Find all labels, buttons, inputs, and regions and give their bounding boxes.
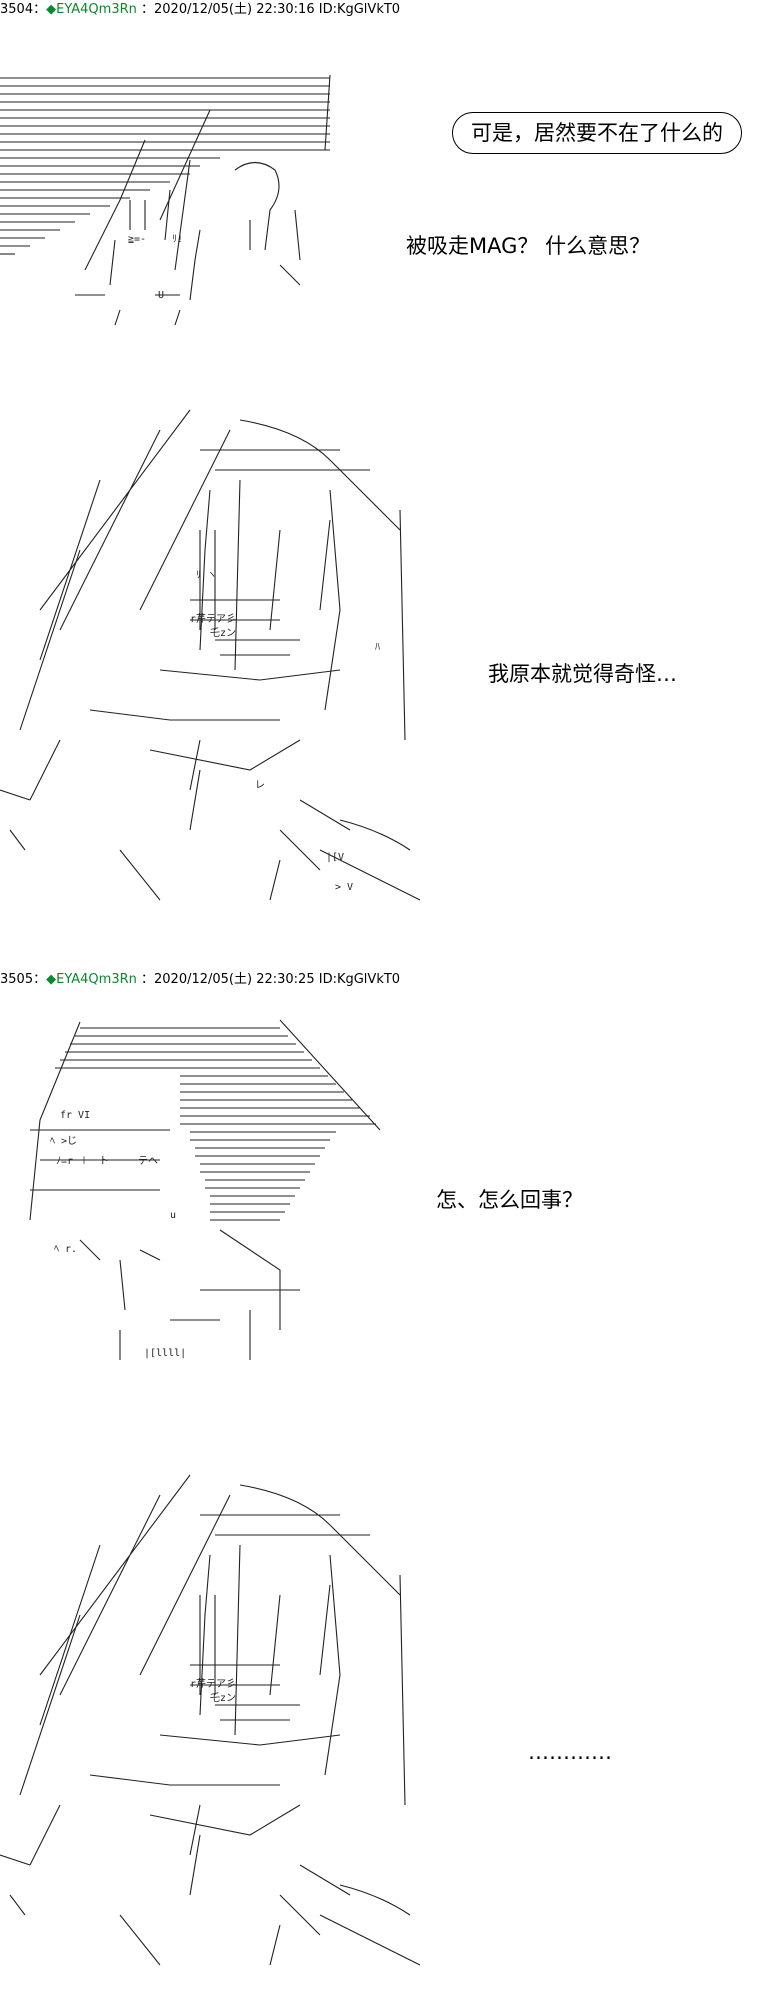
post-header-2: 3505：◆EYA4Qm3Rn ：2020/12/05(土) 22:30:25 … [0, 970, 400, 990]
art-mark: ﾍ >じ [50, 1135, 77, 1147]
separator: ： [33, 2, 47, 17]
art-mark: 乇zン [210, 626, 236, 639]
post-header-1: 3504：◆EYA4Qm3Rn ：2020/12/05(土) 22:30:16 … [0, 0, 400, 20]
art-mark: ﾊ [375, 642, 380, 653]
art-mark: ≧=- [128, 234, 146, 245]
diamond-icon: ◆ [46, 972, 57, 987]
post-number: 3505 [0, 972, 34, 987]
poster-id[interactable]: ID:KgGlVkT0 [318, 972, 401, 987]
speech-bubble: 可是，居然要不在了什么的 [452, 112, 742, 154]
art-mark: r芹テア彡 [190, 613, 236, 625]
art-mark: u [170, 1210, 176, 1221]
art-mark: 乇zン [210, 1691, 236, 1704]
dialogue-line: 怎、怎么回事？ [436, 1188, 583, 1212]
panel-2-art: ﾘ ヽ r芹テア彡 乇zン ﾊ レ |[V > V [0, 409, 421, 901]
art-mark: > V [335, 882, 353, 893]
art-mark: ﾉ=r ＋一ト [56, 1156, 109, 1167]
dialogue-line: ………… [528, 1740, 612, 1764]
tripcode[interactable]: EYA4Qm3Rn [56, 972, 137, 987]
dialogue-line: 被吸走MAG？ 什么意思？ [406, 234, 651, 258]
art-mark: fr VI [60, 1110, 90, 1121]
art-mark: ﾍ r. [54, 1244, 77, 1255]
bubble-text: 可是，居然要不在了什么的 [471, 121, 723, 145]
diamond-icon: ◆ [46, 2, 57, 17]
art-mark: テヘ [138, 1156, 158, 1167]
panel-1-art: ≧=- ﾘ! U [0, 74, 331, 326]
art-mark: レ [255, 780, 265, 791]
poster-id[interactable]: ID:KgGlVkT0 [318, 2, 401, 17]
post-timestamp: ：2020/12/05(土) 22:30:16 [141, 2, 315, 17]
panel-3-art: fr VI ﾍ >じ ﾉ=r ＋一ト テヘ u ﾍ r. |[llll| [29, 1019, 381, 1360]
hatched-shading [55, 1027, 376, 1221]
post-number: 3504 [0, 2, 34, 17]
art-mark: ﾘ ヽ [196, 570, 217, 581]
art-mark: |[V [326, 852, 344, 863]
art-mark: r芹テア彡 [190, 1678, 236, 1690]
dialogue-line: 我原本就觉得奇怪… [488, 662, 677, 686]
art-mark: |[llll| [144, 1348, 186, 1359]
hatched-shading [0, 77, 330, 255]
tripcode[interactable]: EYA4Qm3Rn [56, 2, 137, 17]
panel-4-art: r芹テア彡 乇zン [0, 1474, 421, 1966]
separator: ： [33, 972, 47, 987]
art-mark: ﾘ! [172, 234, 183, 245]
post-timestamp: ：2020/12/05(土) 22:30:25 [141, 972, 315, 987]
